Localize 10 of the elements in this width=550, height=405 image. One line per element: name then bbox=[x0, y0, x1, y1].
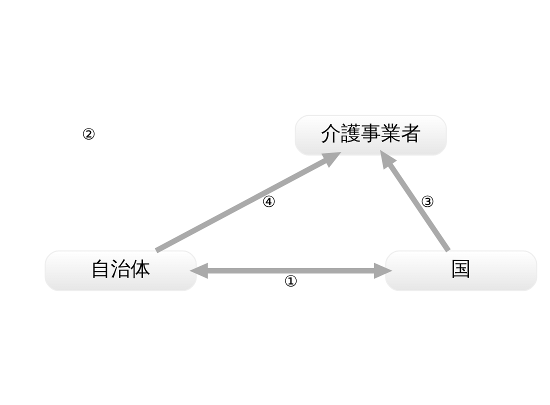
edge-label: ④ bbox=[262, 192, 276, 211]
edge-label: ① bbox=[284, 272, 298, 290]
arrow bbox=[189, 262, 392, 278]
edge-label: ③ bbox=[420, 192, 435, 211]
node-box: 国 bbox=[385, 250, 538, 291]
arrow bbox=[380, 149, 451, 252]
label: ② bbox=[82, 124, 96, 143]
arrow bbox=[154, 152, 342, 253]
node-box: 介護事業者 bbox=[294, 114, 447, 156]
node-box: 自治体 bbox=[44, 250, 197, 291]
